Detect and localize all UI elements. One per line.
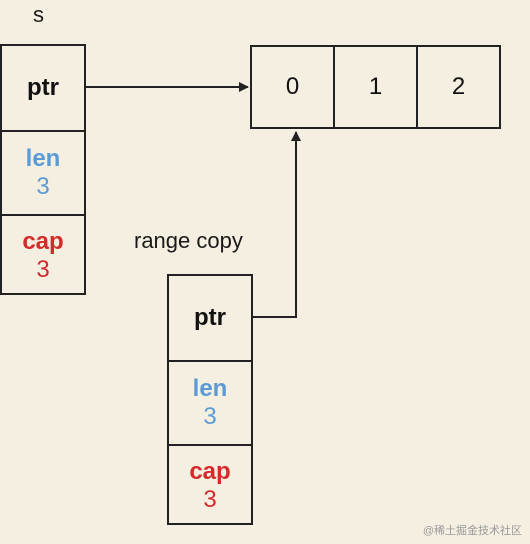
label-range-copy: range copy: [134, 228, 243, 253]
ptr-field: ptr: [169, 276, 251, 360]
cap-label: cap: [189, 458, 231, 486]
cap-value: 3: [36, 256, 50, 283]
ptr-label: ptr: [194, 304, 226, 332]
cap-label: cap: [22, 228, 64, 256]
watermark: @稀土掘金技术社区: [422, 525, 522, 537]
slice-header-range-copy: ptr len 3 cap 3: [167, 274, 253, 525]
cap-field: cap 3: [2, 214, 84, 296]
backing-array: 0 1 2: [250, 45, 501, 129]
cap-field: cap 3: [169, 444, 251, 526]
label-s: s: [33, 2, 44, 27]
len-label: len: [25, 145, 61, 173]
len-value: 3: [203, 403, 217, 430]
ptr-label: ptr: [27, 74, 59, 102]
len-field: len 3: [169, 360, 251, 444]
len-label: len: [192, 375, 228, 403]
array-element-2: 2: [416, 47, 499, 127]
slice-header-s: ptr len 3 cap 3: [0, 44, 86, 295]
array-element-1: 1: [333, 47, 416, 127]
array-element-0: 0: [285, 73, 300, 100]
cap-value: 3: [203, 486, 217, 513]
ptr-field: ptr: [2, 46, 84, 130]
len-value: 3: [36, 173, 50, 200]
len-field: len 3: [2, 130, 84, 214]
arrow-copy-to-array: [253, 131, 301, 318]
